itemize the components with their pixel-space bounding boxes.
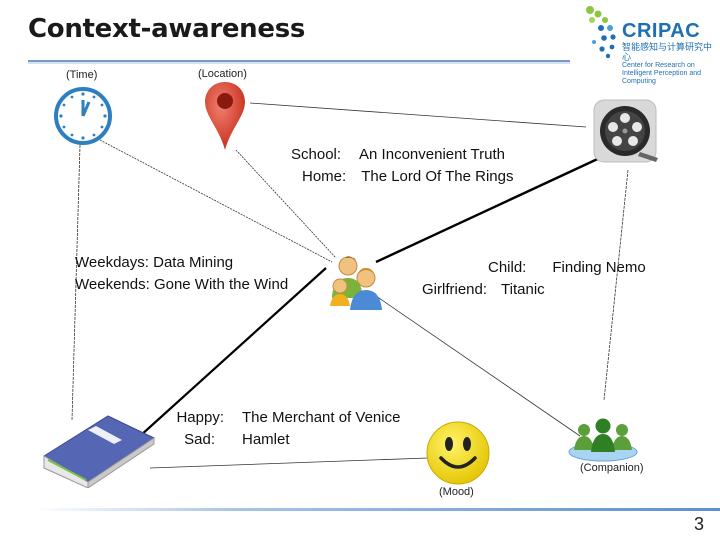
footer-divider [34, 508, 720, 511]
logo-name: CRIPAC [622, 20, 701, 42]
book-icon [38, 408, 158, 489]
mood-examples: Happy: The Merchant of Venice Sad: Hamle… [160, 407, 400, 451]
weekdays-key: Weekdays: [75, 254, 149, 271]
happy-value: The Merchant of Venice [242, 409, 401, 426]
logo-chinese: 智能感知与计算研究中心 [622, 42, 713, 62]
edge-user-movie [375, 154, 605, 264]
school-value: An Inconvenient Truth [359, 146, 505, 163]
edge-location-user [235, 149, 337, 259]
slide-title: Context-awareness [28, 14, 306, 44]
home-value: The Lord Of The Rings [361, 168, 514, 185]
edge-user-companion [375, 295, 581, 437]
time-label: (Time) [66, 69, 98, 81]
edge-location-movie [249, 102, 587, 128]
weekdays-value: Data Mining [153, 254, 234, 271]
child-value: Finding Nemo [552, 259, 646, 276]
home-key: Home: [302, 168, 347, 185]
edge-movie-companion [603, 169, 629, 401]
logo-dots-icon [586, 6, 616, 59]
users-icon [326, 252, 386, 312]
mood-label: (Mood) [439, 486, 474, 498]
happy-key: Happy: [176, 409, 224, 426]
film-reel-icon [592, 98, 668, 166]
girlfriend-key: Girlfriend: [422, 281, 488, 298]
page-number: 3 [693, 514, 704, 534]
edge-time-user [99, 139, 333, 263]
edge-user-book [139, 267, 327, 437]
logo-subtitle: 智能感知与计算研究中心 Center for Research on Intel… [622, 42, 714, 86]
girlfriend-value: Titanic [501, 281, 545, 298]
sad-value: Hamlet [242, 431, 290, 448]
weekends-key: Weekends: [75, 276, 150, 293]
cripac-logo [580, 2, 720, 62]
school-key: School: [291, 146, 342, 163]
companion-label: (Companion) [580, 462, 644, 474]
companion-examples: Child: Finding Nemo Girlfriend: Titanic [422, 257, 646, 301]
edge-book-mood [149, 457, 429, 469]
header-divider [28, 60, 570, 64]
weekends-value: Gone With the Wind [153, 276, 289, 293]
map-pin-icon [203, 80, 247, 152]
location-examples: School: An Inconvenient Truth Home: The … [291, 144, 514, 188]
sad-key: Sad: [184, 431, 215, 448]
child-key: Child: [488, 259, 527, 276]
group-icon [566, 414, 640, 462]
smiley-icon [425, 420, 491, 486]
logo-english: Center for Research on Intelligent Perce… [622, 62, 701, 85]
location-label: (Location) [198, 68, 247, 80]
time-examples: Weekdays: Data Mining Weekends: Gone Wit… [75, 252, 288, 296]
clock-icon [52, 86, 114, 146]
edge-time-book [71, 144, 81, 421]
